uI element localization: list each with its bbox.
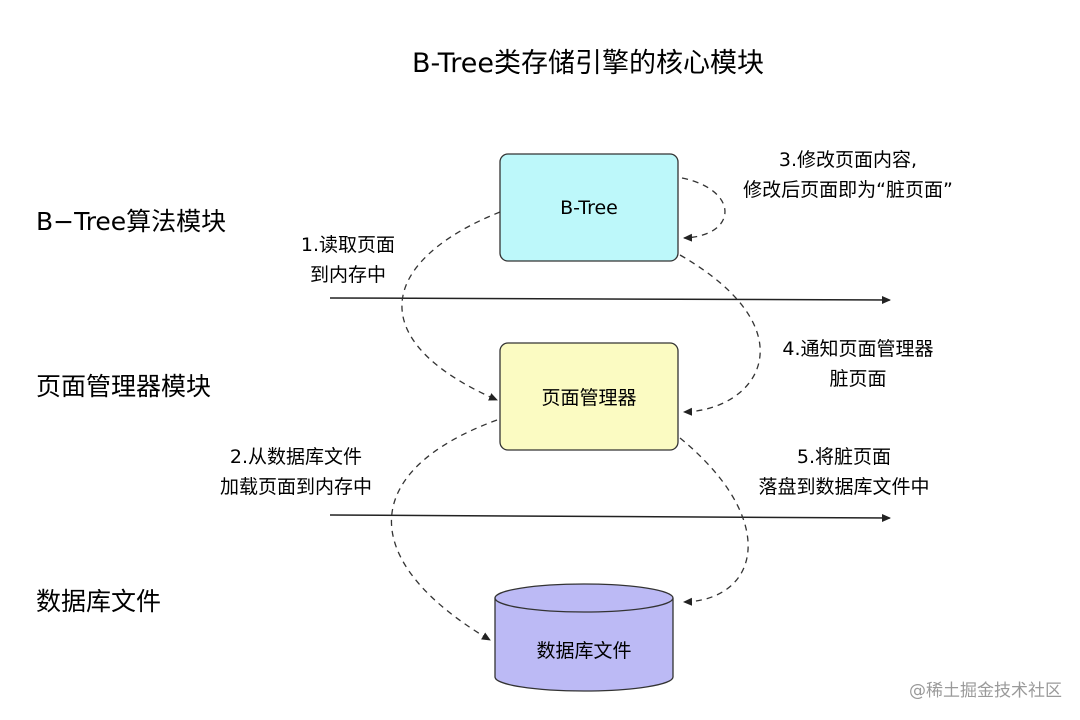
btree-node: B-Tree xyxy=(499,153,679,262)
flow-arrow-step5 xyxy=(679,437,749,606)
step-label-1-line-1: 1.读取页面 xyxy=(301,234,395,256)
step-label-3-line-2: 修改后页面即为“脏页面” xyxy=(743,179,953,201)
diagram-title: B-Tree类存储引擎的核心模块 xyxy=(412,48,764,79)
step-label-4-line-2: 脏页面 xyxy=(829,368,886,390)
step-label-2-line-1: 2.从数据库文件 xyxy=(230,446,362,468)
flow-arrow-step3 xyxy=(681,177,726,242)
step-label-5: 5.将脏页面 落盘到数据库文件中 xyxy=(758,446,929,498)
step-label-4: 4.通知页面管理器 脏页面 xyxy=(782,338,933,390)
flow-arrow-step2 xyxy=(390,419,498,641)
step-label-3-line-1: 3.修改页面内容, xyxy=(779,149,917,171)
layer-label-db-file: 数据库文件 xyxy=(36,587,161,616)
layer-label-page-manager: 页面管理器模块 xyxy=(36,372,211,401)
step-label-5-line-1: 5.将脏页面 xyxy=(797,446,891,468)
flow-arrow-step4 xyxy=(679,254,761,416)
db-file-node: 数据库文件 xyxy=(494,583,674,692)
step-label-1-line-2: 到内存中 xyxy=(310,264,386,286)
flow-arrow-step1 xyxy=(401,211,501,401)
step-label-2: 2.从数据库文件 加载页面到内存中 xyxy=(220,446,372,498)
page-manager-node: 页面管理器 xyxy=(499,342,679,451)
step-label-4-line-1: 4.通知页面管理器 xyxy=(782,338,933,360)
db-file-node-label: 数据库文件 xyxy=(536,640,631,662)
layer-label-btree: B−Tree算法模块 xyxy=(36,207,226,236)
step-label-3: 3.修改页面内容, 修改后页面即为“脏页面” xyxy=(743,149,953,201)
watermark: @稀土掘金技术社区 xyxy=(909,681,1062,701)
page-manager-node-label: 页面管理器 xyxy=(541,387,636,409)
step-label-5-line-2: 落盘到数据库文件中 xyxy=(758,476,929,498)
step-label-1: 1.读取页面 到内存中 xyxy=(301,234,395,286)
step-label-2-line-2: 加载页面到内存中 xyxy=(220,476,372,498)
btree-node-label: B-Tree xyxy=(560,197,618,219)
layer-divider-arrow-bottom xyxy=(329,513,891,522)
layer-divider-arrow-top xyxy=(329,295,891,304)
